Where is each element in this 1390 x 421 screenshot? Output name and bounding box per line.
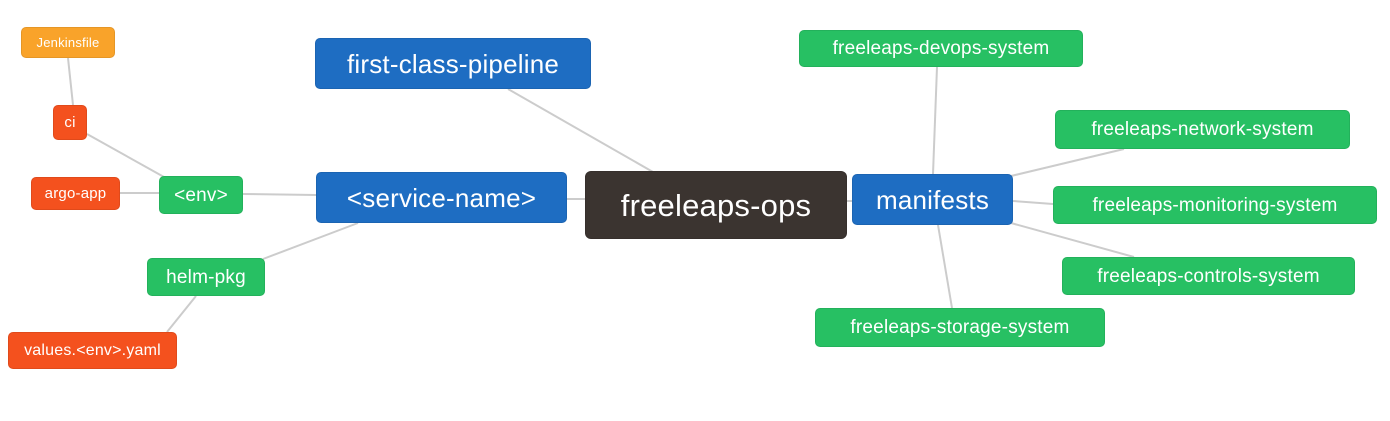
edge-helm-pkg-to-service-name: [262, 222, 359, 260]
edge-env-to-service-name: [242, 193, 317, 196]
node-first-class-pipeline[interactable]: first-class-pipeline: [315, 38, 591, 89]
node-helm-pkg[interactable]: helm-pkg: [147, 258, 265, 296]
edge-jenkinsfile-to-ci: [67, 57, 74, 106]
node-freeleaps-storage-system[interactable]: freeleaps-storage-system: [815, 308, 1105, 347]
edge-freeleaps-devops-system-to-manifests: [932, 66, 938, 175]
edge-manifests-to-freeleaps-monitoring-system: [1012, 200, 1054, 205]
node-freeleaps-devops-system[interactable]: freeleaps-devops-system: [799, 30, 1083, 67]
node-argo-app[interactable]: argo-app: [31, 177, 120, 210]
node-service-name[interactable]: <service-name>: [316, 172, 567, 223]
node-freeleaps-controls-system[interactable]: freeleaps-controls-system: [1062, 257, 1355, 295]
node-freeleaps-monitoring-system[interactable]: freeleaps-monitoring-system: [1053, 186, 1377, 224]
node-manifests[interactable]: manifests: [852, 174, 1013, 225]
node-freeleaps-ops[interactable]: freeleaps-ops: [585, 171, 847, 239]
edge-values-env-yaml-to-helm-pkg: [166, 295, 197, 333]
edge-manifests-to-freeleaps-storage-system: [937, 224, 953, 309]
edge-first-class-pipeline-to-freeleaps-ops: [507, 88, 654, 173]
edge-ci-to-env: [86, 133, 165, 178]
node-env[interactable]: <env>: [159, 176, 243, 214]
edge-manifests-to-freeleaps-network-system: [1010, 148, 1125, 177]
node-jenkinsfile[interactable]: Jenkinsfile: [21, 27, 115, 58]
node-ci[interactable]: ci: [53, 105, 87, 140]
edge-manifests-to-freeleaps-controls-system: [1010, 222, 1135, 258]
node-values-env-yaml[interactable]: values.<env>.yaml: [8, 332, 177, 369]
node-freeleaps-network-system[interactable]: freeleaps-network-system: [1055, 110, 1350, 149]
